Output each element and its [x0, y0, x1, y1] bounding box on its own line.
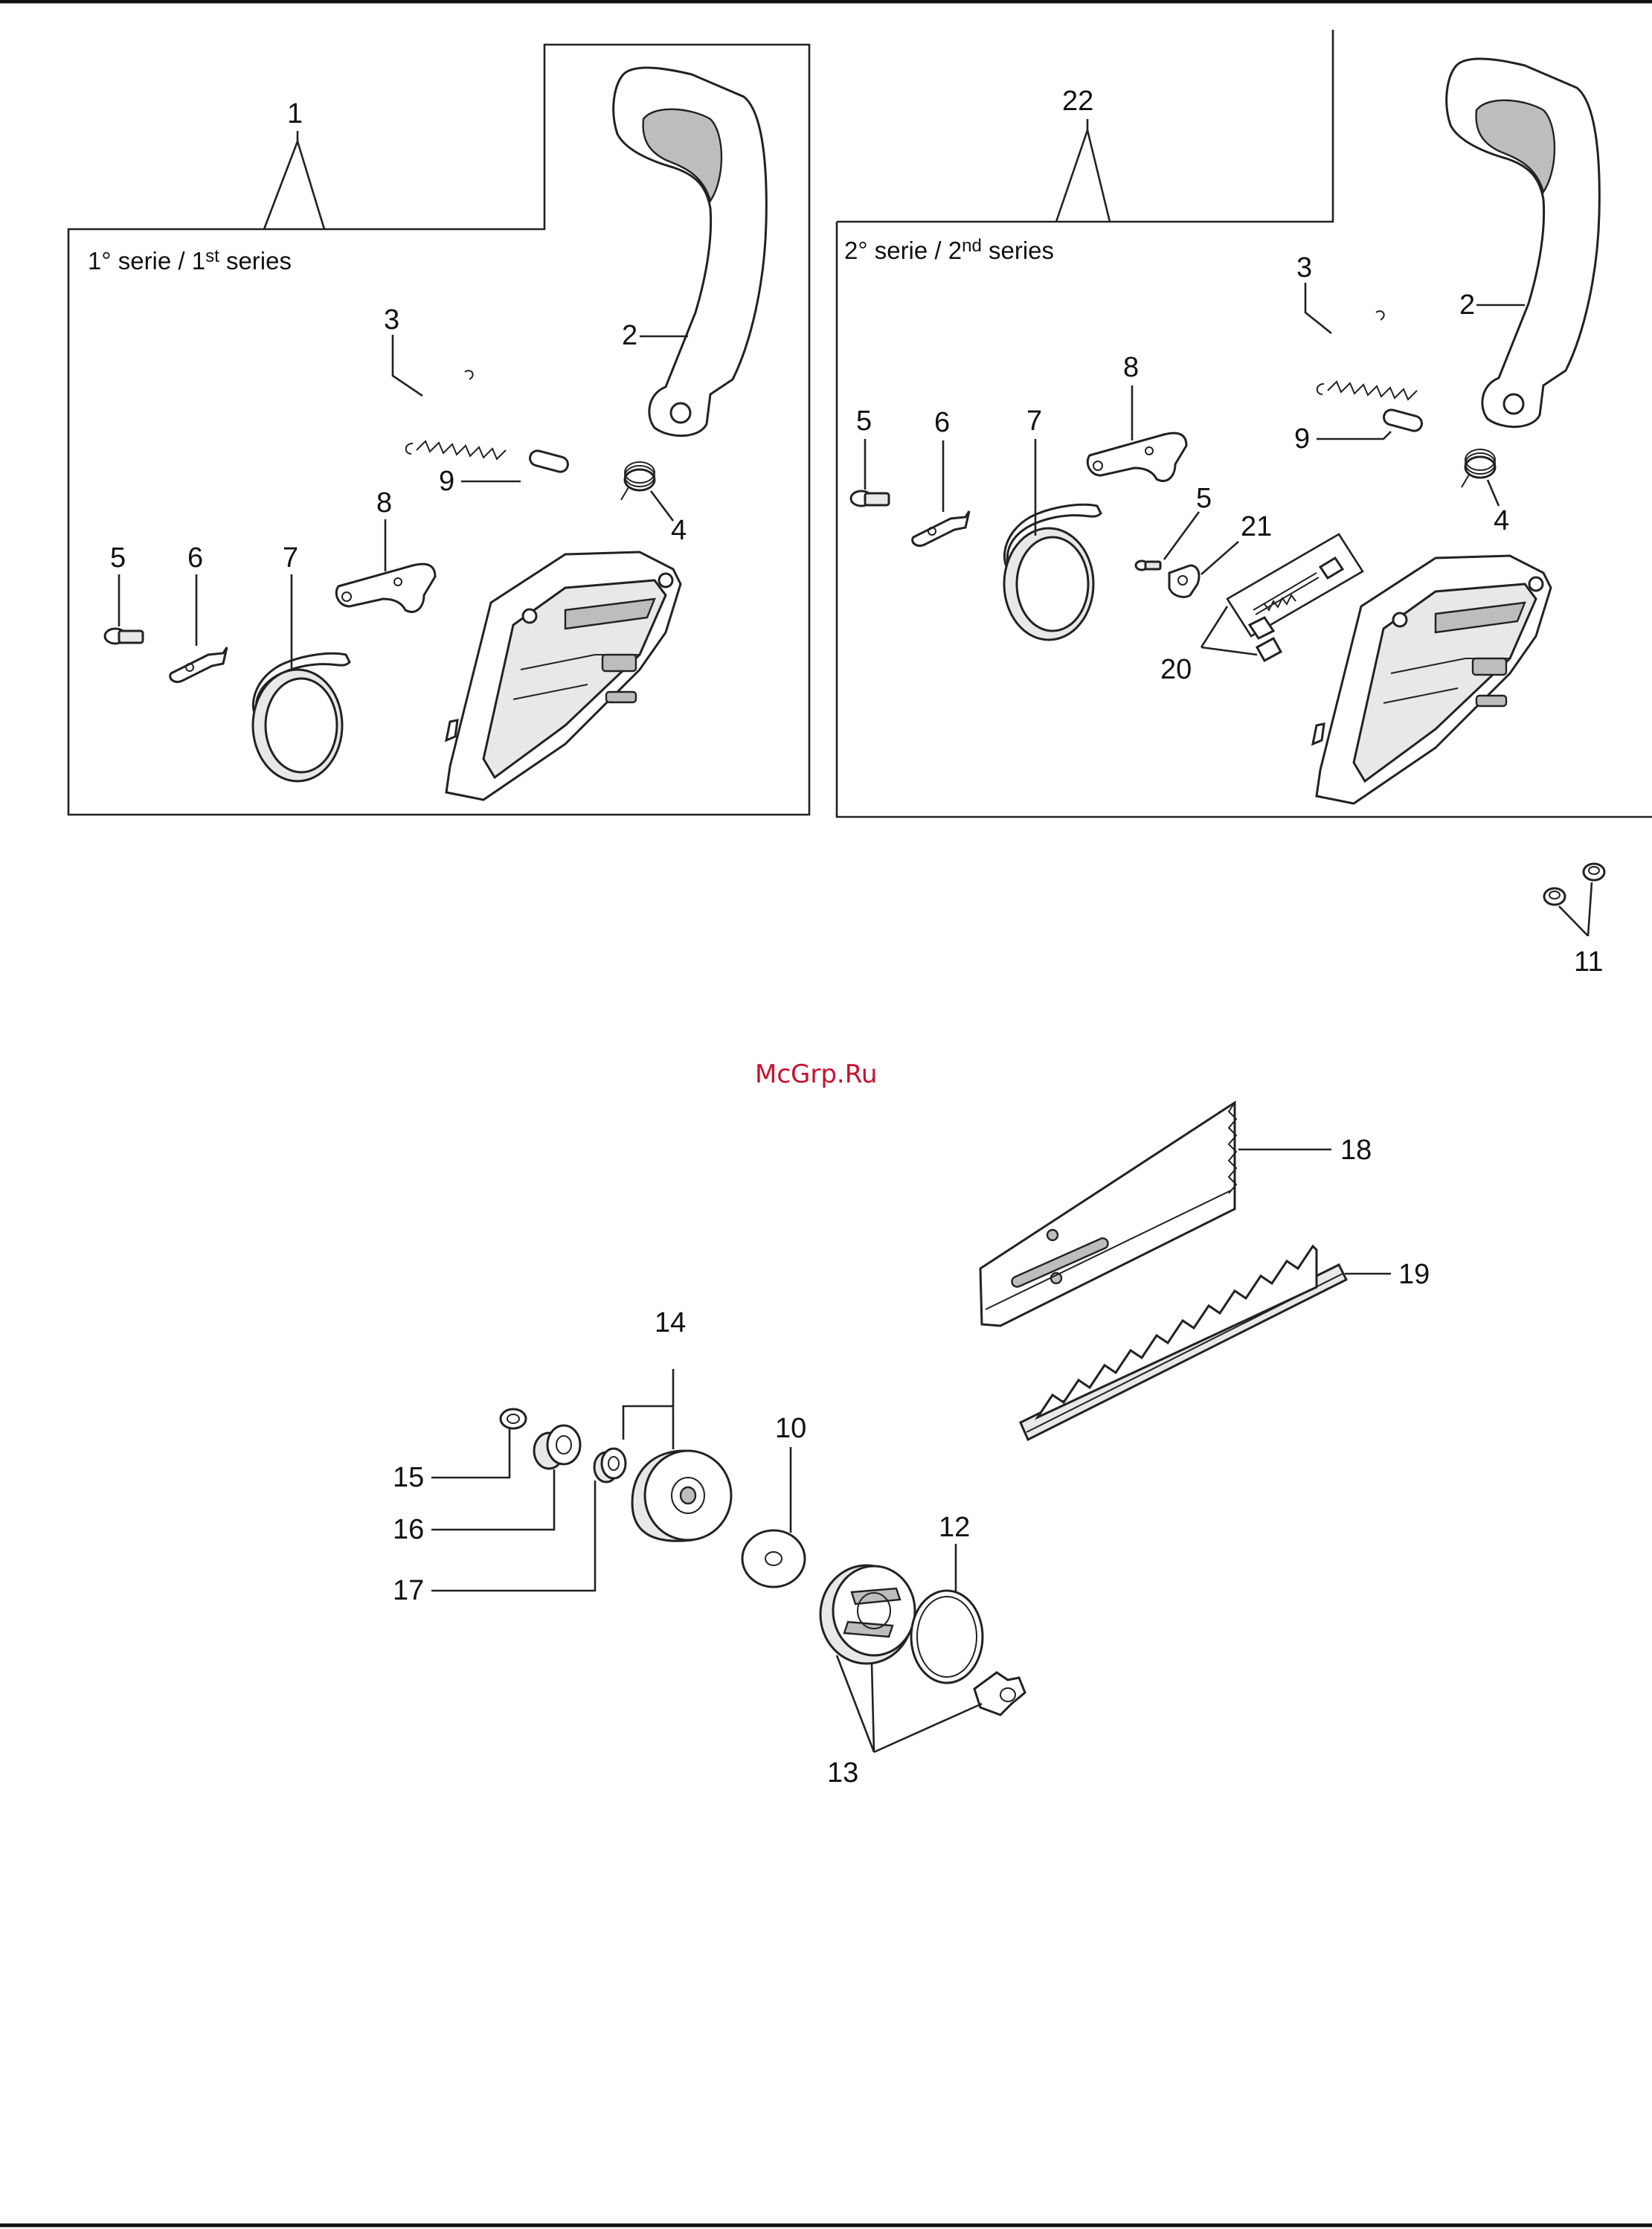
callout-20: 20	[1160, 654, 1192, 685]
callout-1: 1	[287, 98, 303, 129]
clutch-shoes	[820, 1565, 915, 1664]
brake-band	[253, 653, 350, 781]
callout-15: 15	[393, 1462, 424, 1493]
callout-22: 22	[1062, 86, 1093, 117]
bracket	[170, 647, 227, 682]
callout-7-second: 7	[1026, 405, 1042, 437]
pin-2	[1382, 408, 1423, 433]
clutch-cover	[446, 552, 681, 800]
callout-4: 4	[671, 515, 687, 546]
callout-16: 16	[393, 1514, 424, 1545]
callout-3-second: 3	[1296, 252, 1312, 283]
panel-first-series: 1 1° serie / 1st series 2 3 9	[68, 45, 809, 815]
spring	[406, 371, 506, 459]
callout-9: 9	[439, 466, 454, 497]
watermark: McGrp.Ru	[755, 1059, 877, 1089]
pin	[528, 449, 569, 474]
callout-17: 17	[393, 1575, 424, 1606]
callout-9-second: 9	[1294, 423, 1310, 455]
callout-6: 6	[187, 542, 203, 574]
bracket-2	[913, 511, 969, 546]
clutch-hub	[974, 1672, 1025, 1715]
callout-2: 2	[622, 320, 637, 351]
callout-10: 10	[775, 1413, 806, 1444]
clutch-spring	[911, 1591, 983, 1683]
bar-nuts	[1544, 864, 1604, 905]
callout-11: 11	[1574, 946, 1603, 978]
clutch-drum	[632, 1451, 731, 1541]
callout-6-second: 6	[934, 407, 950, 438]
needle-bearing	[594, 1449, 626, 1482]
series-label-2nd: 2° serie / 2nd series	[844, 236, 1054, 264]
callout-21: 21	[1241, 511, 1272, 542]
torsion-spring-2	[1462, 449, 1495, 487]
small-screw	[1136, 561, 1160, 570]
torsion-spring	[621, 462, 655, 500]
washer-large	[742, 1530, 805, 1587]
callout-8-second: 8	[1123, 352, 1139, 383]
chain-tensioner-set	[1227, 534, 1363, 661]
screw-2	[851, 491, 889, 506]
brake-lever-2	[1087, 433, 1186, 481]
callout-4-second: 4	[1494, 505, 1509, 536]
spring-2	[1317, 311, 1417, 400]
series-label-1st: 1° serie / 1st series	[88, 246, 292, 275]
callout-13: 13	[827, 1757, 858, 1789]
callout-12: 12	[939, 1512, 970, 1543]
guide-bar	[980, 1103, 1236, 1326]
callout-5-second-a: 5	[856, 405, 872, 437]
screw	[105, 629, 143, 644]
washer-small	[501, 1409, 526, 1428]
callout-7: 7	[283, 542, 298, 574]
chain-tensioner-clamp	[1169, 565, 1199, 597]
callout-3: 3	[384, 304, 399, 336]
callout-8: 8	[376, 487, 392, 519]
callout-19: 19	[1398, 1259, 1430, 1290]
callout-14: 14	[655, 1307, 686, 1338]
callout-5: 5	[110, 542, 126, 574]
callout-18: 18	[1340, 1135, 1372, 1166]
bearing-collar	[534, 1425, 580, 1469]
panel-second-series: 22 2° serie / 2nd series 2 3 9	[837, 30, 1652, 817]
callout-2-second: 2	[1459, 289, 1475, 321]
callout-5-second-b: 5	[1196, 483, 1212, 514]
clutch-cover-2	[1313, 556, 1551, 804]
brake-band-2	[1004, 504, 1101, 640]
front-hand-guard	[614, 68, 767, 436]
front-hand-guard-2	[1447, 59, 1600, 427]
